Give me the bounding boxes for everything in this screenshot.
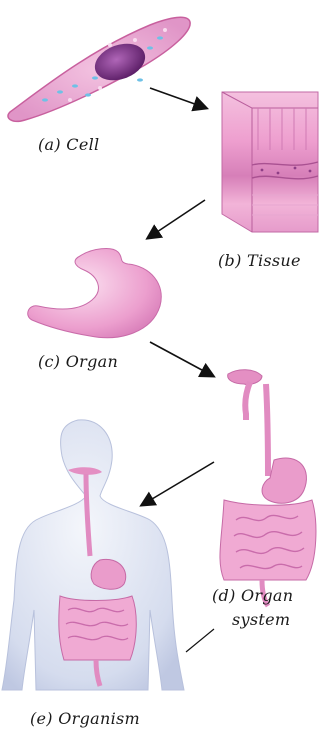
label-organ: (c) Organ xyxy=(38,352,118,371)
tissue-illustration xyxy=(222,92,318,232)
label-organ-system-line2: system xyxy=(232,610,290,629)
arrow-organ-to-system xyxy=(150,342,213,376)
arrow-tissue-to-organ xyxy=(148,200,205,238)
human-body-illustration xyxy=(2,420,184,690)
cell-illustration xyxy=(8,17,190,121)
pointer-line xyxy=(186,629,214,652)
arrow-system-to-organism xyxy=(142,462,214,505)
label-cell: (a) Cell xyxy=(38,135,99,154)
label-organism: (e) Organism xyxy=(30,709,140,728)
arrow-cell-to-tissue xyxy=(150,88,206,108)
label-organ-system-line1: (d) Organ xyxy=(212,586,293,605)
stomach-illustration xyxy=(28,249,162,338)
digestive-system-illustration xyxy=(220,370,316,606)
label-tissue: (b) Tissue xyxy=(218,251,301,270)
